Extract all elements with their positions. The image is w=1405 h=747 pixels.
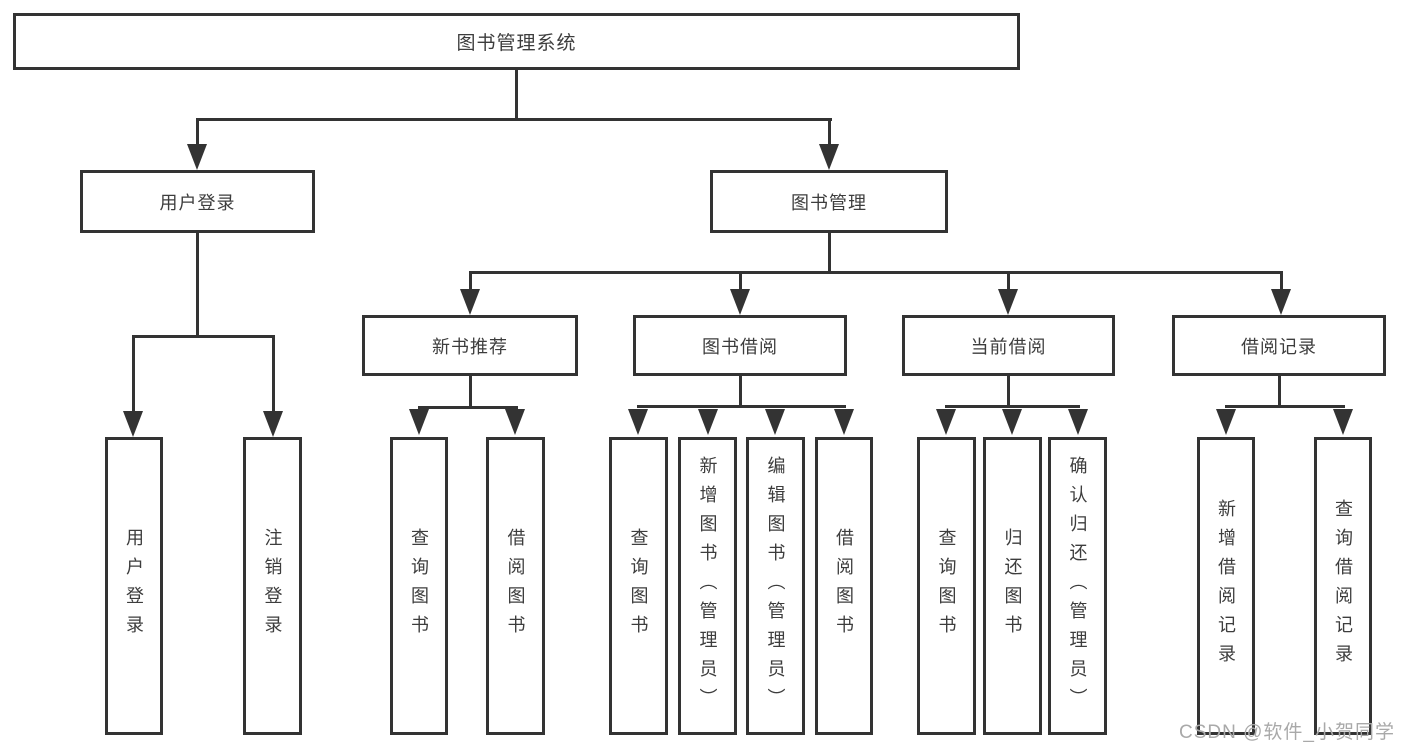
leaf-query-books-borrowing: 查询图书	[609, 437, 668, 735]
down-arrowhead	[187, 144, 207, 170]
connector-user-login-drop	[196, 118, 199, 146]
node-user-login: 用户登录	[80, 170, 315, 233]
node-borrowing-records: 借阅记录	[1172, 315, 1386, 376]
down-arrowhead	[1333, 409, 1353, 435]
connector-user-login-drop-1	[132, 335, 135, 412]
down-arrowhead	[765, 409, 785, 435]
leaf-label: 确认归还（管理员）	[1067, 455, 1088, 717]
down-arrowhead	[998, 289, 1018, 315]
connector-user-login-horizontal	[132, 335, 275, 338]
down-arrowhead	[123, 411, 143, 437]
connector-borrowing-horizontal	[637, 405, 846, 408]
leaf-label: 借阅图书	[834, 528, 854, 644]
down-arrowhead	[834, 409, 854, 435]
down-arrowhead	[1068, 409, 1088, 435]
leaf-label: 新增图书（管理员）	[697, 455, 718, 717]
connector-root-stem	[515, 70, 518, 118]
down-arrowhead	[936, 409, 956, 435]
down-arrowhead	[1216, 409, 1236, 435]
connector-user-login-drop-2	[272, 335, 275, 412]
down-arrowhead	[1271, 289, 1291, 315]
connector-level1-horizontal	[196, 118, 832, 121]
connector-book-mgmt-drop-2	[739, 271, 742, 290]
down-arrowhead	[730, 289, 750, 315]
leaf-add-borrow-record: 新增借阅记录	[1197, 437, 1255, 735]
down-arrowhead	[819, 144, 839, 170]
node-current-borrowing: 当前借阅	[902, 315, 1115, 376]
leaf-borrow-books-borrowing: 借阅图书	[815, 437, 873, 735]
down-arrowhead	[505, 409, 525, 435]
leaf-label: 查询图书	[409, 528, 429, 644]
connector-book-mgmt-drop-3	[1007, 271, 1010, 290]
connector-user-login-stem	[196, 233, 199, 335]
down-arrowhead	[263, 411, 283, 437]
connector-book-mgmt-horizontal	[469, 271, 1282, 274]
leaf-label: 查询图书	[936, 528, 957, 644]
leaf-label: 注销登录	[262, 528, 283, 644]
csdn-watermark: CSDN @软件_小贺同学	[1179, 722, 1395, 743]
node-library-system: 图书管理系统	[13, 13, 1020, 70]
leaf-user-login: 用户登录	[105, 437, 163, 735]
leaf-label: 编辑图书（管理员）	[765, 455, 786, 717]
connector-recommend-horizontal	[418, 406, 518, 409]
connector-recommend-stem	[469, 376, 472, 409]
leaf-label: 查询图书	[628, 528, 649, 644]
down-arrowhead	[1002, 409, 1022, 435]
leaf-borrow-books-recommend: 借阅图书	[486, 437, 545, 735]
down-arrowhead	[460, 289, 480, 315]
leaf-add-books-admin: 新增图书（管理员）	[678, 437, 737, 735]
leaf-label: 新增借阅记录	[1216, 499, 1236, 673]
connector-book-mgmt-drop	[828, 118, 831, 146]
connector-book-mgmt-drop-1	[469, 271, 472, 290]
leaf-label: 归还图书	[1002, 528, 1023, 644]
leaf-edit-books-admin: 编辑图书（管理员）	[746, 437, 805, 735]
leaf-query-books-recommend: 查询图书	[390, 437, 448, 735]
leaf-query-borrow-record: 查询借阅记录	[1314, 437, 1372, 735]
leaf-query-books-current: 查询图书	[917, 437, 976, 735]
connector-records-stem	[1278, 376, 1281, 408]
node-new-book-recommend: 新书推荐	[362, 315, 578, 376]
connector-current-stem	[1007, 376, 1010, 408]
connector-book-mgmt-drop-4	[1280, 271, 1283, 290]
connector-records-horizontal	[1225, 405, 1345, 408]
down-arrowhead	[628, 409, 648, 435]
connector-book-mgmt-stem	[828, 233, 831, 271]
node-book-management: 图书管理	[710, 170, 948, 233]
connector-borrowing-stem	[739, 376, 742, 408]
connector-current-horizontal	[945, 405, 1080, 408]
leaf-return-books: 归还图书	[983, 437, 1042, 735]
leaf-label: 用户登录	[124, 528, 144, 644]
leaf-confirm-return-admin: 确认归还（管理员）	[1048, 437, 1107, 735]
leaf-label: 借阅图书	[505, 528, 526, 644]
down-arrowhead	[698, 409, 718, 435]
node-book-borrowing: 图书借阅	[633, 315, 847, 376]
leaf-logout: 注销登录	[243, 437, 302, 735]
leaf-label: 查询借阅记录	[1333, 499, 1353, 673]
down-arrowhead	[409, 409, 429, 435]
